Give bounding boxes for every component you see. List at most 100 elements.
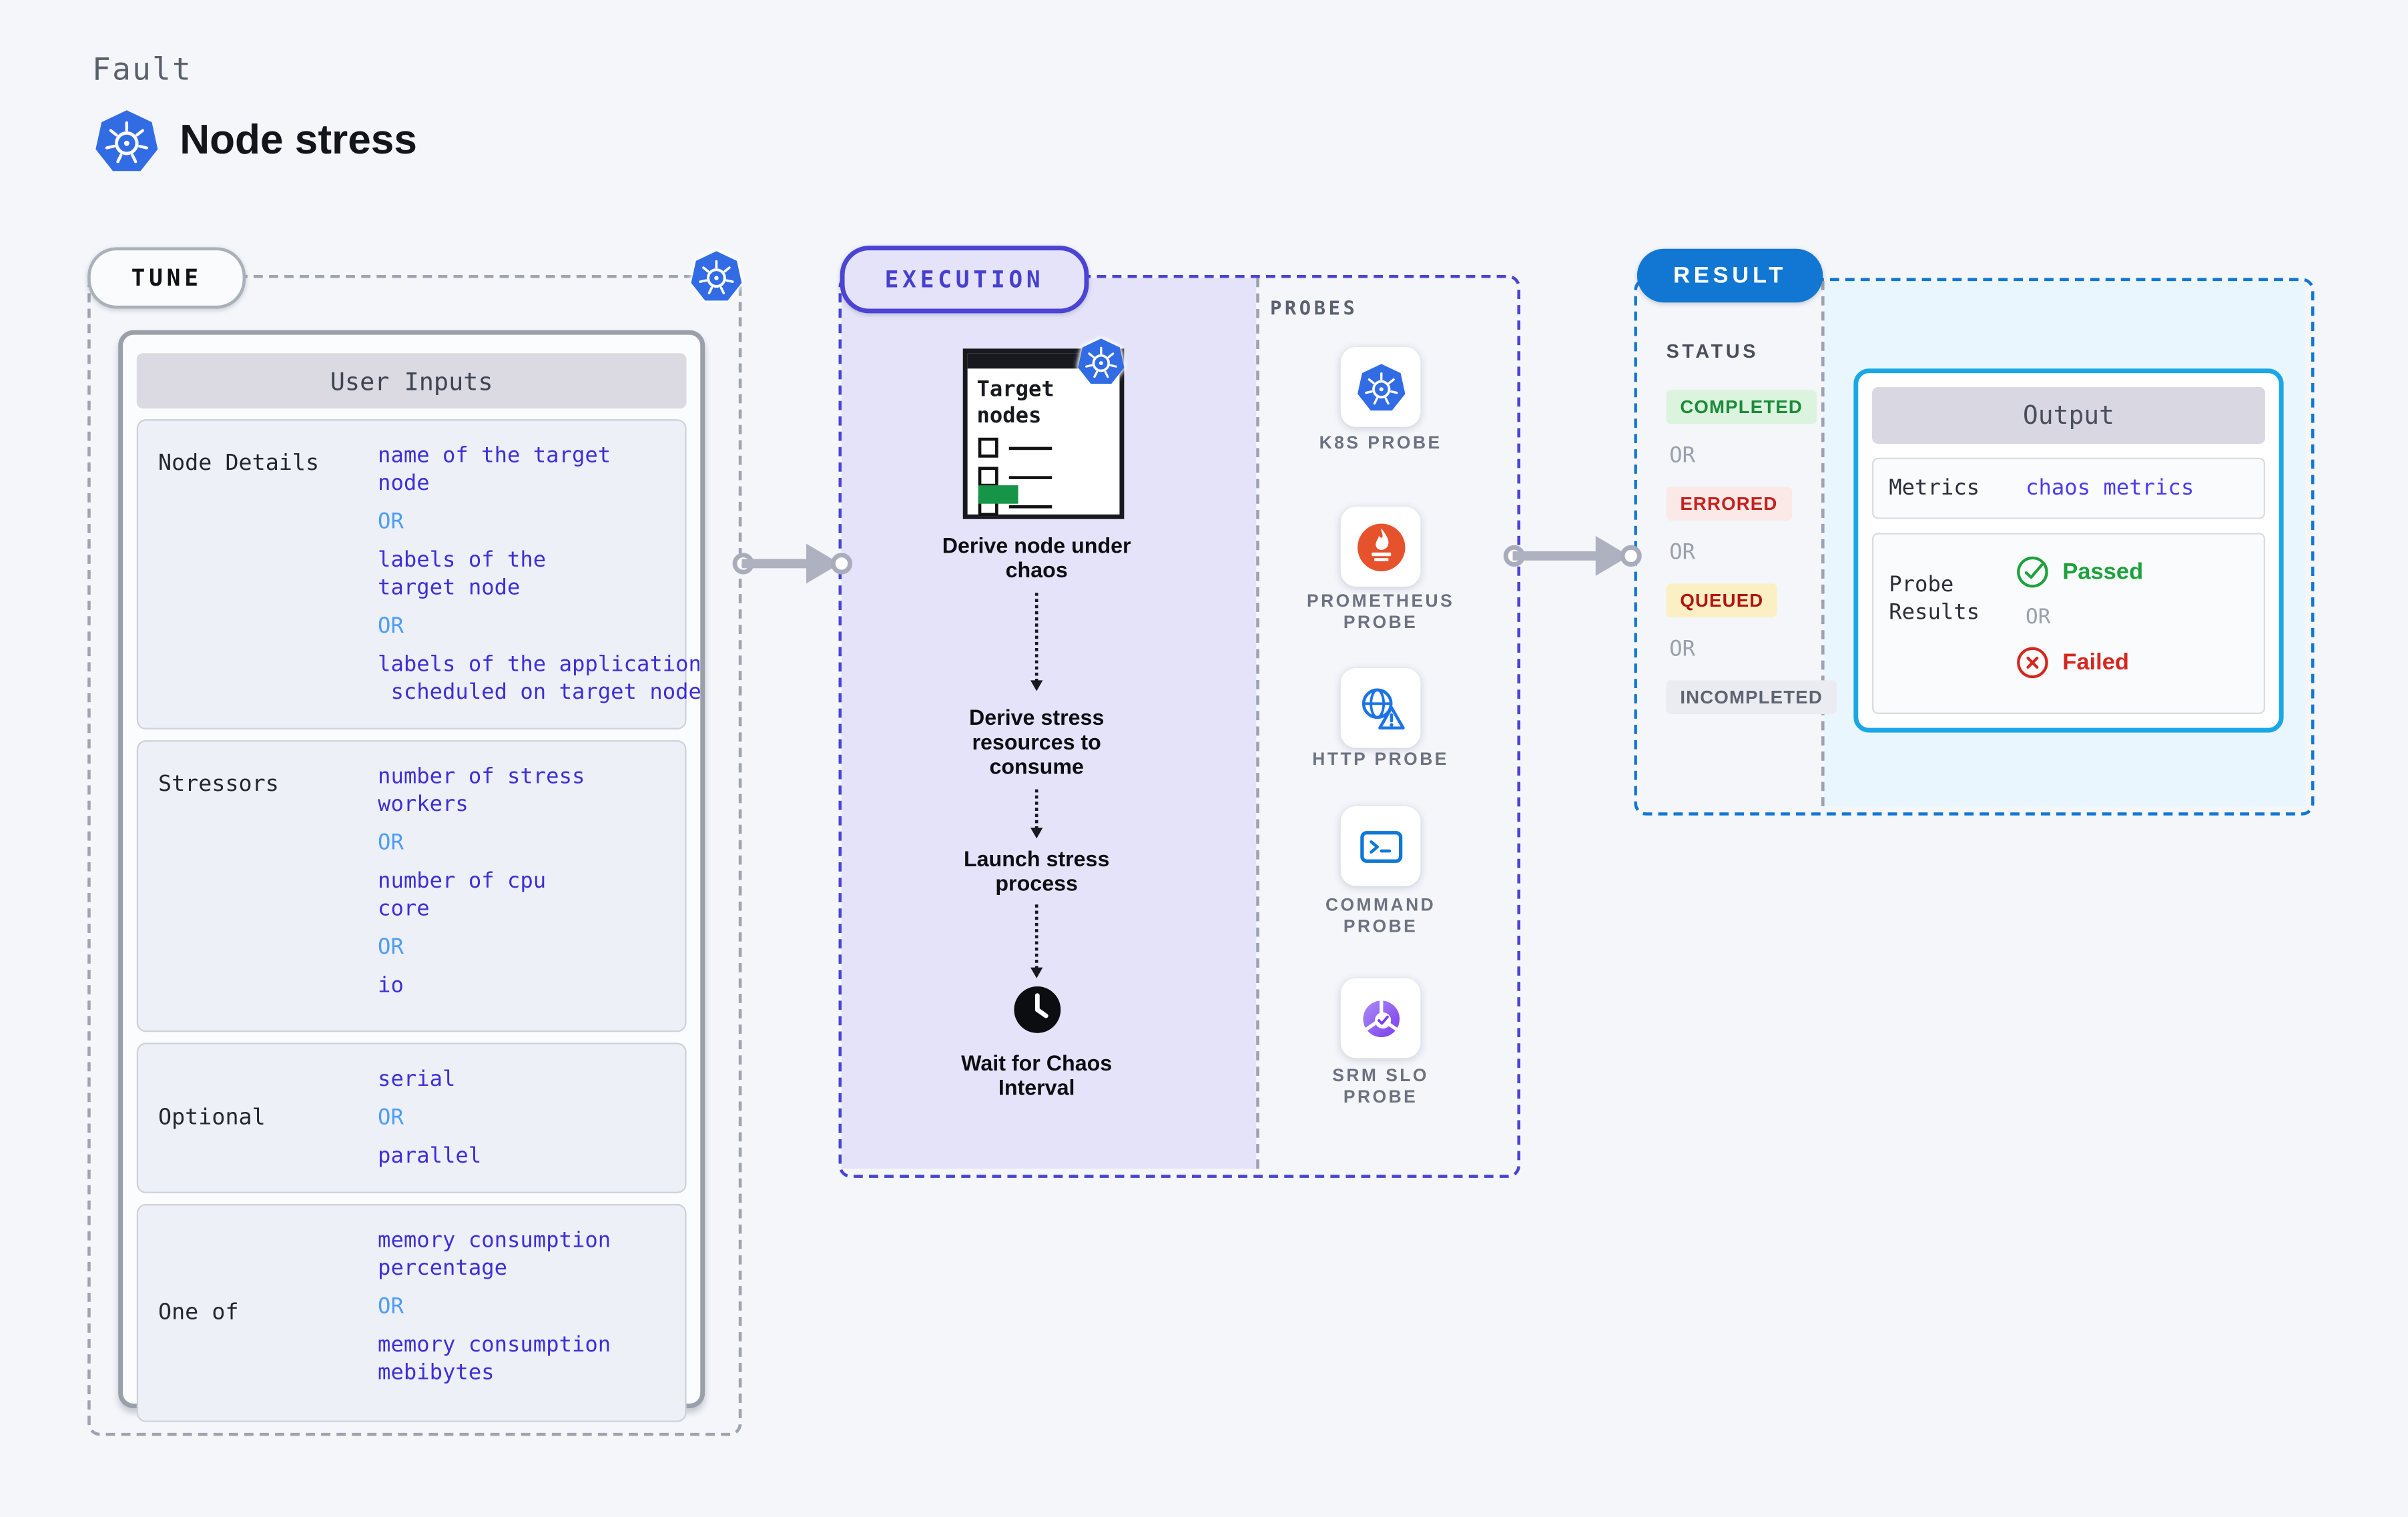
kubernetes-icon bbox=[1356, 362, 1406, 412]
probe-label: COMMAND PROBE bbox=[1325, 896, 1436, 936]
down-arrow-icon bbox=[1030, 593, 1043, 691]
row-label: Optional bbox=[158, 1105, 266, 1131]
list-line bbox=[1008, 504, 1052, 508]
input-option: number of cpu core bbox=[378, 869, 547, 922]
row-label: One of bbox=[158, 1300, 239, 1325]
step-launch-stress: Launch stress process bbox=[963, 846, 1110, 896]
slo-donut-check-icon bbox=[1356, 993, 1406, 1044]
or-separator: OR bbox=[378, 830, 404, 856]
status-badge-incompleted: INCOMPLETED bbox=[1666, 680, 1837, 714]
step-derive-node: Derive node under chaos bbox=[942, 533, 1131, 583]
row-values: name of the target node OR labels of the… bbox=[366, 420, 701, 727]
probe-card bbox=[1340, 978, 1421, 1058]
flow-arrow-tune-to-execution bbox=[732, 543, 853, 584]
target-nodes-title: Target nodes bbox=[976, 378, 1055, 428]
input-option: io bbox=[378, 973, 404, 998]
metrics-row: Metrics chaos metrics bbox=[1871, 457, 2266, 519]
kubernetes-icon bbox=[1077, 336, 1126, 387]
input-option: memory consumption mebibytes bbox=[378, 1333, 611, 1386]
green-button-shape bbox=[978, 485, 1018, 504]
or-separator: OR bbox=[378, 1105, 404, 1131]
or-separator: OR bbox=[378, 935, 404, 960]
step-derive-stress-resources: Derive stress resources to consume bbox=[968, 705, 1105, 779]
row-label: Node Details bbox=[158, 451, 320, 477]
probe-label: K8S PROBE bbox=[1319, 434, 1442, 453]
input-option: labels of the target node bbox=[378, 548, 547, 601]
probe-card bbox=[1340, 806, 1421, 886]
input-option: parallel bbox=[378, 1144, 482, 1169]
flow-arrow-execution-to-result bbox=[1503, 536, 1642, 576]
probe-results-label: Probe Results bbox=[1889, 573, 1980, 625]
check-circle-icon bbox=[2015, 555, 2050, 590]
or-separator: OR bbox=[1669, 540, 1696, 565]
tune-section bbox=[87, 274, 742, 1436]
probe-card bbox=[1340, 667, 1421, 748]
prometheus-icon bbox=[1356, 521, 1406, 572]
or-separator: OR bbox=[1669, 443, 1696, 469]
probe-label: SRM SLO PROBE bbox=[1332, 1067, 1429, 1107]
row-label: Stressors bbox=[158, 772, 279, 798]
status-badge-queued: QUEUED bbox=[1666, 583, 1778, 618]
input-option: memory consumption percentage bbox=[378, 1228, 611, 1281]
terminal-icon bbox=[1356, 821, 1406, 872]
list-line bbox=[1008, 446, 1052, 450]
page-title: Node stress bbox=[180, 116, 417, 163]
x-circle-icon bbox=[2015, 645, 2050, 680]
input-row-one-of: One of memory consumption percentage OR … bbox=[136, 1203, 687, 1422]
clock-icon bbox=[1012, 984, 1063, 1035]
down-arrow-icon bbox=[1030, 904, 1043, 978]
fault-kicker: Fault bbox=[92, 50, 193, 88]
input-row-optional: Optional serial OR parallel bbox=[136, 1042, 687, 1193]
input-option: number of stress workers bbox=[378, 764, 585, 818]
metrics-value: chaos metrics bbox=[2026, 476, 2194, 501]
status-column: STATUS COMPLETED OR ERRORED OR QUEUED OR… bbox=[1666, 340, 1837, 714]
input-option: serial bbox=[378, 1067, 456, 1093]
or-separator: OR bbox=[2026, 605, 2051, 630]
execution-probes-divider bbox=[1256, 278, 1259, 1169]
target-nodes-card: Target nodes bbox=[962, 348, 1125, 519]
input-row-node-details: Node Details name of the target node OR … bbox=[136, 419, 701, 729]
or-separator: OR bbox=[378, 509, 404, 535]
status-badge-errored: ERRORED bbox=[1666, 487, 1792, 521]
result-pill: RESULT bbox=[1636, 248, 1823, 303]
down-arrow-icon bbox=[1030, 789, 1043, 839]
connector-node bbox=[830, 553, 853, 575]
probe-results-row: Probe Results Passed OR Failed bbox=[1871, 533, 2266, 714]
status-output-divider bbox=[1821, 281, 1825, 807]
status-badge-completed: COMPLETED bbox=[1666, 390, 1817, 424]
checkbox-icon bbox=[978, 467, 998, 487]
node-checklist-item bbox=[978, 467, 1052, 487]
or-separator: OR bbox=[378, 614, 404, 639]
input-option: labels of the application scheduled on t… bbox=[378, 652, 701, 705]
http-globe-warning-icon bbox=[1356, 683, 1406, 733]
step-wait-chaos-interval: Wait for Chaos Interval bbox=[961, 1050, 1113, 1100]
probe-card bbox=[1340, 507, 1421, 587]
execution-section bbox=[838, 274, 1521, 1178]
probe-label: HTTP PROBE bbox=[1312, 751, 1449, 770]
tune-pill: TUNE bbox=[87, 247, 246, 309]
execution-pill: EXECUTION bbox=[840, 246, 1089, 314]
passed-label: Passed bbox=[2062, 559, 2144, 585]
failed-label: Failed bbox=[2062, 649, 2130, 676]
output-card: Output Metrics chaos metrics Probe Resul… bbox=[1853, 368, 2284, 733]
kubernetes-icon bbox=[689, 249, 743, 304]
row-values: memory consumption percentage OR memory … bbox=[366, 1205, 685, 1420]
row-values: number of stress workers OR number of cp… bbox=[366, 741, 685, 1030]
node-checklist-item bbox=[978, 437, 1052, 458]
or-separator: OR bbox=[1669, 637, 1696, 662]
checkbox-icon bbox=[978, 437, 998, 458]
user-inputs-panel: User Inputs Node Details name of the tar… bbox=[118, 330, 705, 1422]
row-values: serial OR parallel bbox=[366, 1044, 685, 1192]
probes-heading: PROBES bbox=[1269, 296, 1358, 320]
probe-results-values: Passed OR Failed bbox=[2015, 535, 2143, 713]
output-header: Output bbox=[1871, 386, 2266, 444]
list-line bbox=[1008, 475, 1052, 479]
input-row-stressors: Stressors number of stress workers OR nu… bbox=[136, 740, 687, 1032]
metrics-label: Metrics bbox=[1889, 476, 1980, 501]
or-separator: OR bbox=[378, 1294, 404, 1319]
input-option: name of the target node bbox=[378, 443, 611, 497]
probe-label: PROMETHEUS PROBE bbox=[1306, 593, 1455, 632]
status-heading: STATUS bbox=[1666, 340, 1759, 363]
kubernetes-icon bbox=[93, 107, 160, 175]
